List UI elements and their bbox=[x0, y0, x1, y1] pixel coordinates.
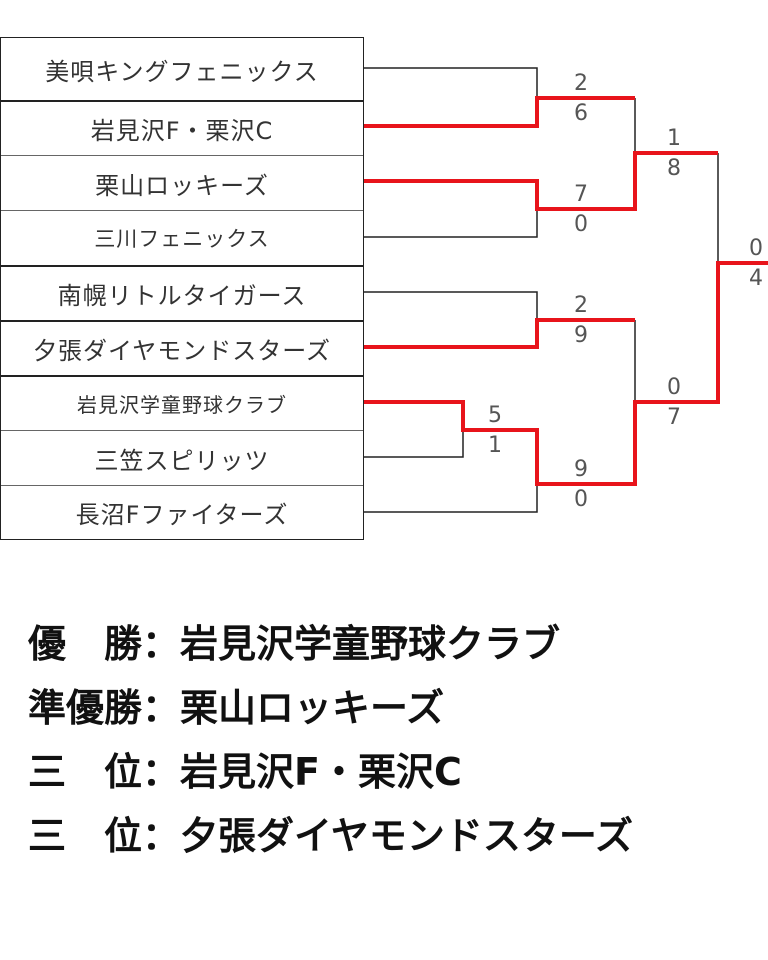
bracket-line-loser bbox=[364, 484, 538, 513]
result-row-champion: 優 勝：岩見沢学童野球クラブ bbox=[28, 612, 748, 676]
score: 8 bbox=[667, 156, 681, 181]
bracket-line-loser bbox=[364, 209, 538, 238]
result-label: 三 位： bbox=[28, 814, 181, 858]
score: 1 bbox=[667, 126, 681, 151]
team-cell: 栗山ロッキーズ bbox=[1, 155, 363, 210]
result-label: 優 勝： bbox=[28, 622, 181, 666]
bracket-line-winner bbox=[364, 318, 635, 349]
score: 7 bbox=[574, 182, 588, 207]
result-team: 夕張ダイヤモンドスターズ bbox=[180, 814, 633, 858]
result-label: 準優勝： bbox=[28, 686, 181, 730]
result-row-third: 三 位：夕張ダイヤモンドスターズ bbox=[28, 804, 748, 868]
score: 7 bbox=[667, 405, 681, 430]
loser-lines bbox=[364, 67, 719, 513]
result-team: 岩見沢F・栗沢C bbox=[180, 750, 462, 794]
result-row-third: 三 位：岩見沢F・栗沢C bbox=[28, 740, 748, 804]
score: 0 bbox=[749, 236, 763, 261]
score: 9 bbox=[574, 323, 588, 348]
score: 0 bbox=[574, 487, 588, 512]
team-cell: 岩見沢F・栗沢C bbox=[1, 100, 363, 155]
tournament-bracket: 美唄キングフェニックス 岩見沢F・栗沢C 栗山ロッキーズ 三川フェニックス 南幌… bbox=[0, 37, 768, 540]
final-standings: 優 勝：岩見沢学童野球クラブ 準優勝：栗山ロッキーズ 三 位：岩見沢F・栗沢C … bbox=[28, 612, 748, 868]
team-list: 美唄キングフェニックス 岩見沢F・栗沢C 栗山ロッキーズ 三川フェニックス 南幌… bbox=[0, 37, 364, 540]
score: 0 bbox=[574, 212, 588, 237]
bracket-line-loser bbox=[364, 291, 538, 320]
bracket-line-loser bbox=[364, 430, 464, 458]
score: 4 bbox=[749, 266, 763, 291]
scores: 2 6 7 0 2 9 5 1 9 0 1 8 0 7 0 4 bbox=[488, 71, 763, 512]
team-cell: 長沼Fファイターズ bbox=[1, 485, 363, 539]
bracket-line-winner bbox=[364, 261, 768, 486]
result-team: 岩見沢学童野球クラブ bbox=[180, 622, 561, 666]
score: 9 bbox=[574, 457, 588, 482]
bracket-line-winner bbox=[364, 96, 635, 128]
winner-lines bbox=[364, 96, 768, 486]
score: 2 bbox=[574, 71, 588, 96]
team-cell: 三川フェニックス bbox=[1, 210, 363, 265]
team-cell: 夕張ダイヤモンドスターズ bbox=[1, 320, 363, 375]
result-team: 栗山ロッキーズ bbox=[180, 686, 445, 730]
score: 2 bbox=[574, 293, 588, 318]
score: 5 bbox=[488, 403, 502, 428]
bracket-line-loser bbox=[364, 67, 538, 98]
score: 0 bbox=[667, 375, 681, 400]
result-label: 三 位： bbox=[28, 750, 181, 794]
bracket-line-winner bbox=[364, 151, 718, 211]
result-row-runner-up: 準優勝：栗山ロッキーズ bbox=[28, 676, 748, 740]
team-cell: 三笠スピリッツ bbox=[1, 430, 363, 485]
score: 6 bbox=[574, 101, 588, 126]
team-cell: 南幌リトルタイガース bbox=[1, 265, 363, 320]
score: 1 bbox=[488, 433, 502, 458]
bracket-lines: 2 6 7 0 2 9 5 1 9 0 1 8 0 7 0 4 bbox=[364, 67, 768, 513]
team-cell: 美唄キングフェニックス bbox=[45, 57, 319, 86]
team-cell: 岩見沢学童野球クラブ bbox=[1, 375, 363, 430]
